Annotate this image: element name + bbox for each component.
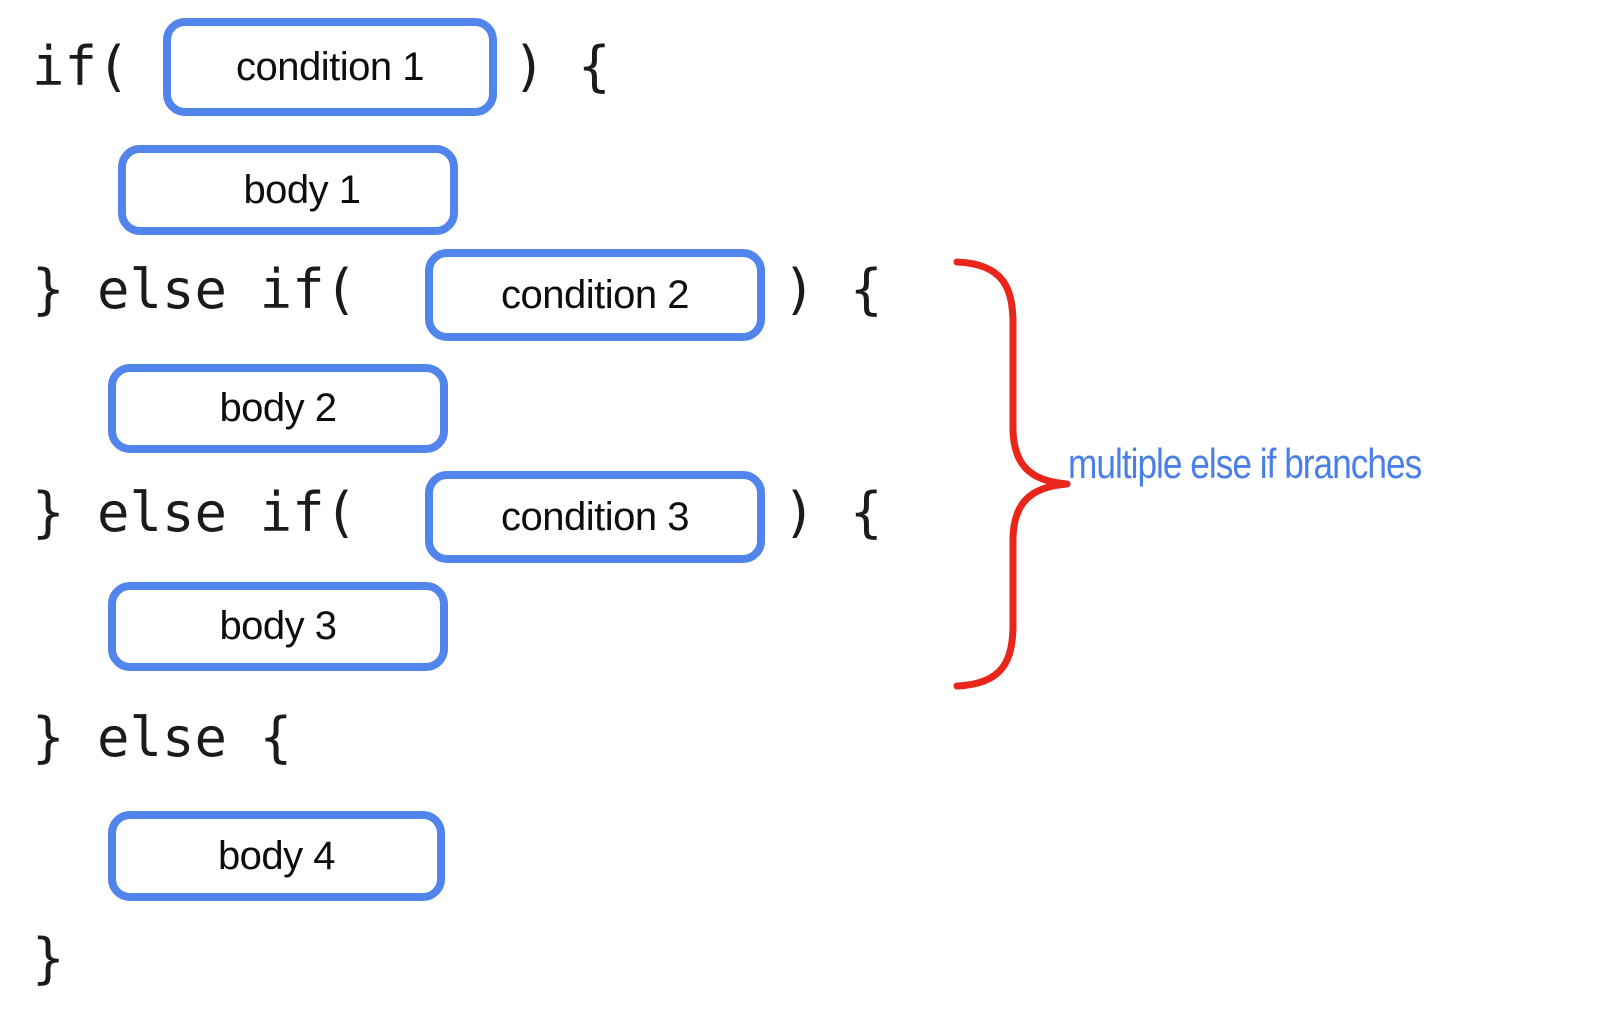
box-body-2[interactable]: body 2 xyxy=(108,364,448,453)
red-curly-brace-icon xyxy=(953,258,1071,690)
box-body-4[interactable]: body 4 xyxy=(108,811,445,901)
box-body-2-label: body 2 xyxy=(219,386,337,430)
code-token-line3-open-brace: { xyxy=(850,481,883,544)
box-condition-3-label: condition 3 xyxy=(501,494,689,539)
code-token-line1-close-paren: ) xyxy=(513,35,546,98)
code-token-if-open: if( xyxy=(32,35,130,98)
box-condition-2-label: condition 2 xyxy=(501,272,689,317)
box-condition-1-label: condition 1 xyxy=(236,44,424,89)
code-token-line1-open-brace: { xyxy=(578,35,611,98)
code-token-line2-open-brace: { xyxy=(850,258,883,321)
box-body-3-label: body 3 xyxy=(219,604,337,648)
box-condition-3[interactable]: condition 3 xyxy=(425,471,765,563)
code-token-line3-close-paren: ) xyxy=(783,481,816,544)
code-token-close-block: } xyxy=(32,927,65,990)
code-token-else-open: } else { xyxy=(32,706,293,769)
code-token-else-if-open-2: } else if( xyxy=(32,258,358,321)
annotation-label: multiple else if branches xyxy=(1068,440,1422,487)
box-body-4-label: body 4 xyxy=(217,833,336,878)
code-token-line2-close-paren: ) xyxy=(783,258,816,321)
box-body-1[interactable]: body 1 xyxy=(118,145,458,235)
box-condition-1[interactable]: condition 1 xyxy=(163,18,497,116)
box-body-1-label: body 1 xyxy=(243,167,361,212)
box-body-3[interactable]: body 3 xyxy=(108,582,448,671)
code-token-else-if-open-3: } else if( xyxy=(32,481,358,544)
box-condition-2[interactable]: condition 2 xyxy=(425,249,765,341)
